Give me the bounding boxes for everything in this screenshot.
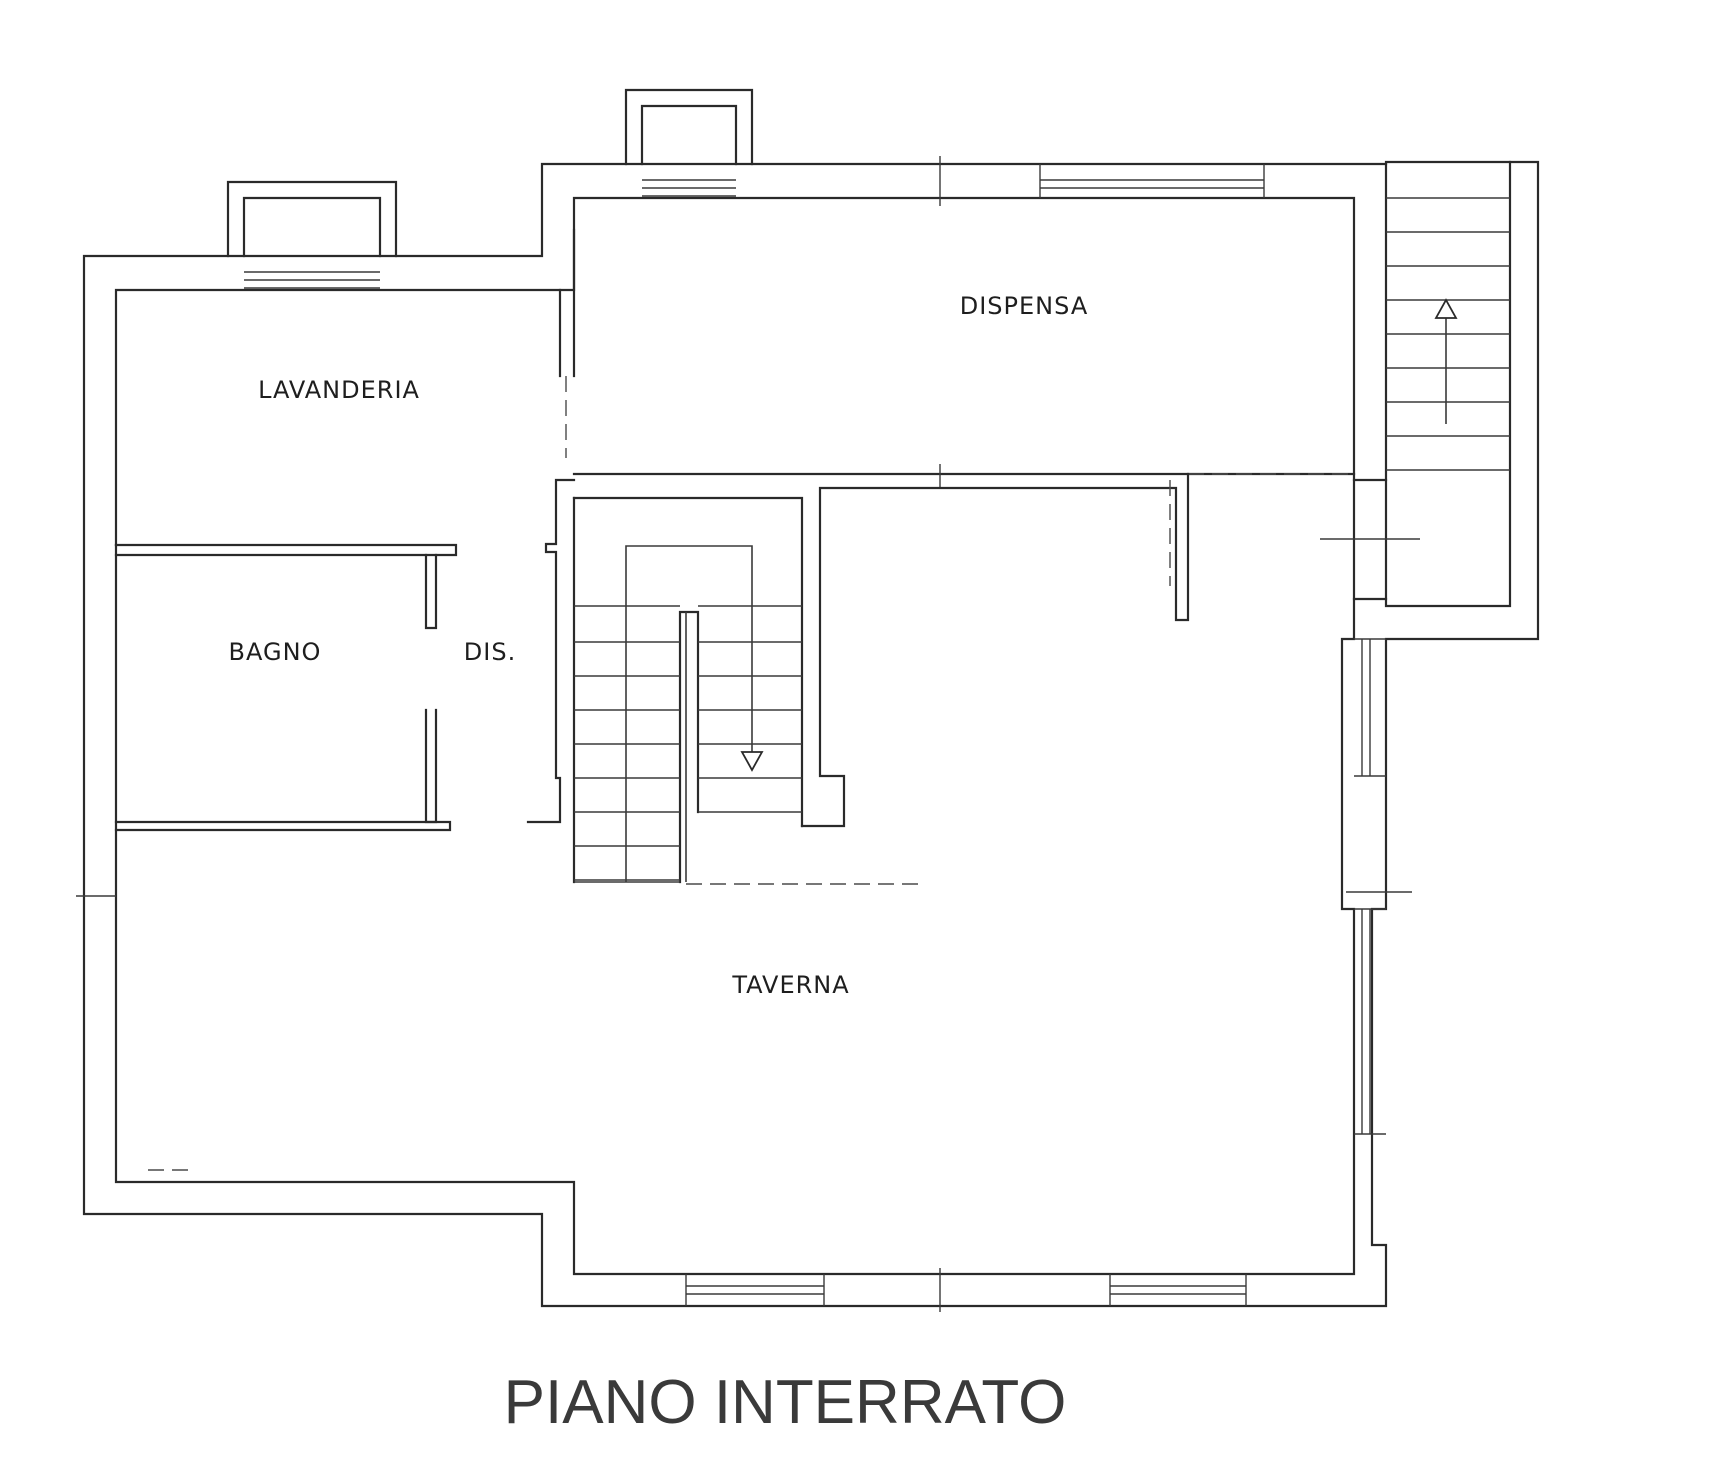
light-well-left	[226, 180, 398, 289]
stair-up-arrow-icon	[1434, 298, 1458, 319]
room-label-bagno: BAGNO	[229, 638, 322, 666]
dispensa-walls	[572, 464, 1420, 601]
outer-wall-outer-face	[82, 160, 1540, 1308]
room-label-taverna: TAVERNA	[731, 971, 849, 999]
service-rooms-walls	[114, 228, 576, 832]
exterior-staircase	[1386, 197, 1510, 471]
outer-walls	[82, 160, 1540, 1308]
right-window-upper	[1354, 638, 1386, 777]
outer-wall-inner-face	[114, 196, 1356, 1276]
bottom-window-right	[1109, 1274, 1247, 1306]
room-label-lavanderia: LAVANDERIA	[258, 376, 420, 404]
right-window-lower	[1354, 908, 1386, 1135]
light-well-center	[624, 88, 754, 197]
central-staircase	[572, 472, 1190, 885]
plan-title: PIANO INTERRATO	[504, 1368, 1067, 1437]
room-label-dispensa: DISPENSA	[960, 292, 1088, 320]
right-stair-wall	[1384, 160, 1512, 608]
bottom-window-left	[685, 1274, 825, 1306]
room-label-dis: DIS.	[464, 638, 516, 666]
top-window-right	[1039, 164, 1265, 198]
stair-down-arrow-icon	[740, 751, 764, 772]
